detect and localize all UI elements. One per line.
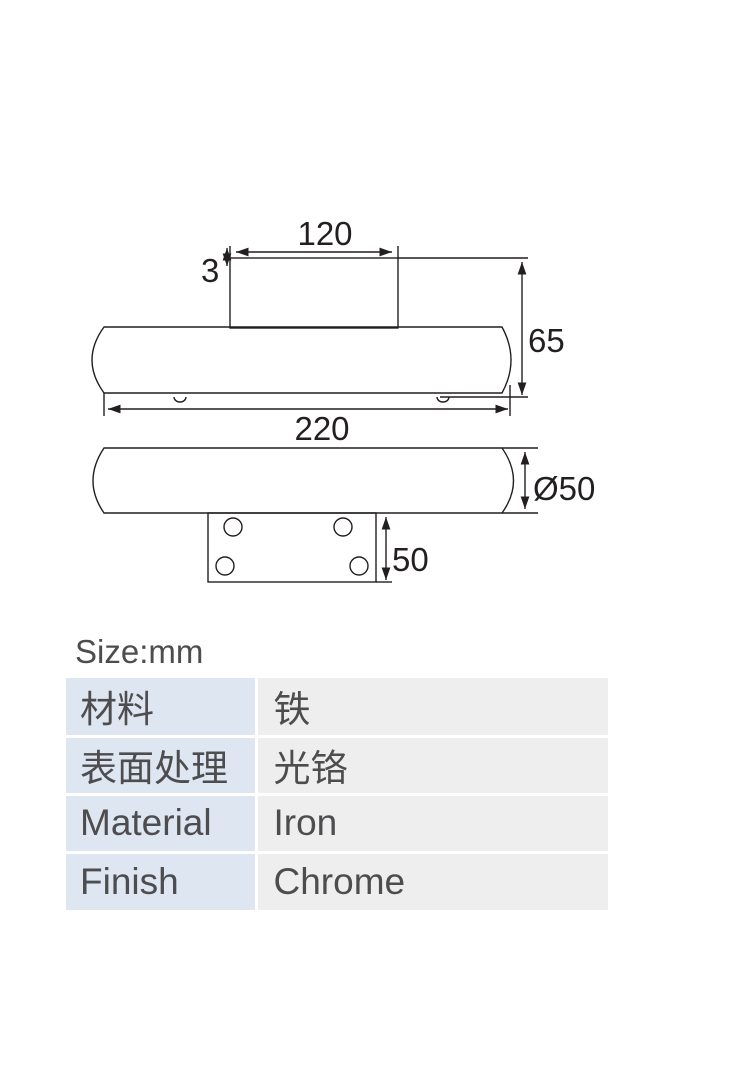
side-view-tube	[92, 447, 515, 514]
dim-label-plate-50: 50	[392, 541, 429, 578]
top-view-tube-body	[91, 326, 512, 394]
technical-drawing: 120 3 65 220 Ø50 50	[91, 215, 595, 583]
spec-key: 表面处理	[66, 734, 258, 794]
table-row: 材料 铁	[66, 678, 608, 736]
spec-table: 材料 铁 表面处理 光铬 Material Iron Finish Chrome	[66, 678, 608, 910]
mounting-plate	[207, 512, 377, 583]
top-view-base-plate	[229, 257, 399, 329]
mounting-hole	[215, 556, 235, 576]
spec-value: Iron	[256, 792, 608, 852]
spec-value: 铁	[256, 678, 608, 736]
screw-right	[436, 396, 450, 403]
dim-label-diameter: Ø50	[533, 470, 595, 507]
mounting-hole	[349, 556, 369, 576]
spec-key: Material	[66, 792, 258, 852]
table-row: Finish Chrome	[66, 850, 608, 910]
size-unit-label: Size:mm	[75, 633, 204, 670]
spec-key: Finish	[66, 850, 258, 910]
spec-value: Chrome	[256, 850, 608, 910]
dim-label-65: 65	[528, 322, 565, 359]
mounting-hole	[223, 517, 243, 537]
dim-label-220: 220	[294, 410, 349, 447]
screw-left	[173, 396, 187, 403]
table-row: Material Iron	[66, 792, 608, 852]
spec-key: 材料	[66, 678, 258, 736]
table-row: 表面处理 光铬	[66, 734, 608, 794]
dim-label-120: 120	[297, 215, 352, 252]
dim-label-3: 3	[201, 252, 219, 289]
spec-value: 光铬	[256, 734, 608, 794]
mounting-hole	[333, 517, 353, 537]
